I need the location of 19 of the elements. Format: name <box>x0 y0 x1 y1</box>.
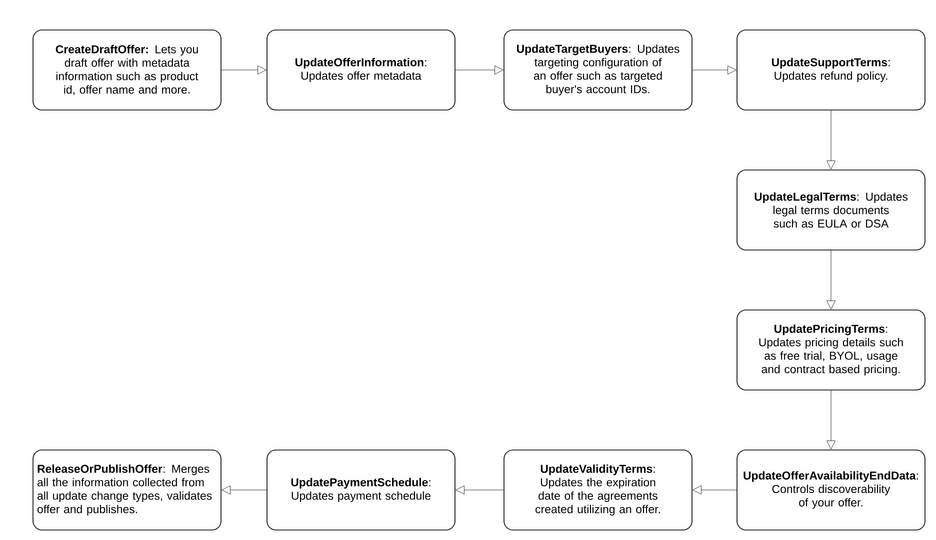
arrow <box>456 486 504 494</box>
process-box: UpdateTargetBuyers: Updates targeting configuration of an offer such as targeted buyer's account IDs. <box>504 30 692 110</box>
arrow <box>222 486 267 494</box>
process-box: UpdateOfferInformation: Updates offer metadata <box>266 30 456 110</box>
arrow <box>826 110 836 170</box>
arrow <box>692 66 736 74</box>
process-box: UpdateLegalTerms: Updates legal terms documents such as EULA or DSA <box>736 170 926 250</box>
process-box: UpdatePaymentSchedule: Updates payment schedule <box>266 450 456 530</box>
arrow <box>455 66 504 74</box>
process-box: UpdatePricingTerms: Updates pricing details such as free trial, BYOL, usage and contract based pricing. <box>736 310 926 390</box>
arrow <box>692 486 737 494</box>
process-box: ReleaseOrPublishOffer: Merges all the information collected from all update change types, validates offer and publishes. <box>32 450 222 530</box>
arrow <box>826 250 836 310</box>
process-box: CreateDraftOffer: Lets you draft offer with metadata information such as product id, offer name and more. <box>32 30 222 110</box>
arrow <box>826 390 836 450</box>
process-box: UpdateOfferAvailabilityEndData: Controls discoverability of your offer. <box>736 450 926 530</box>
arrow <box>221 66 266 74</box>
process-box: UpdateValidityTerms: Updates the expiration date of the agreements created utilizing an offer. <box>504 450 692 530</box>
process-box: UpdateSupportTerms: Updates refund policy. <box>736 30 926 110</box>
